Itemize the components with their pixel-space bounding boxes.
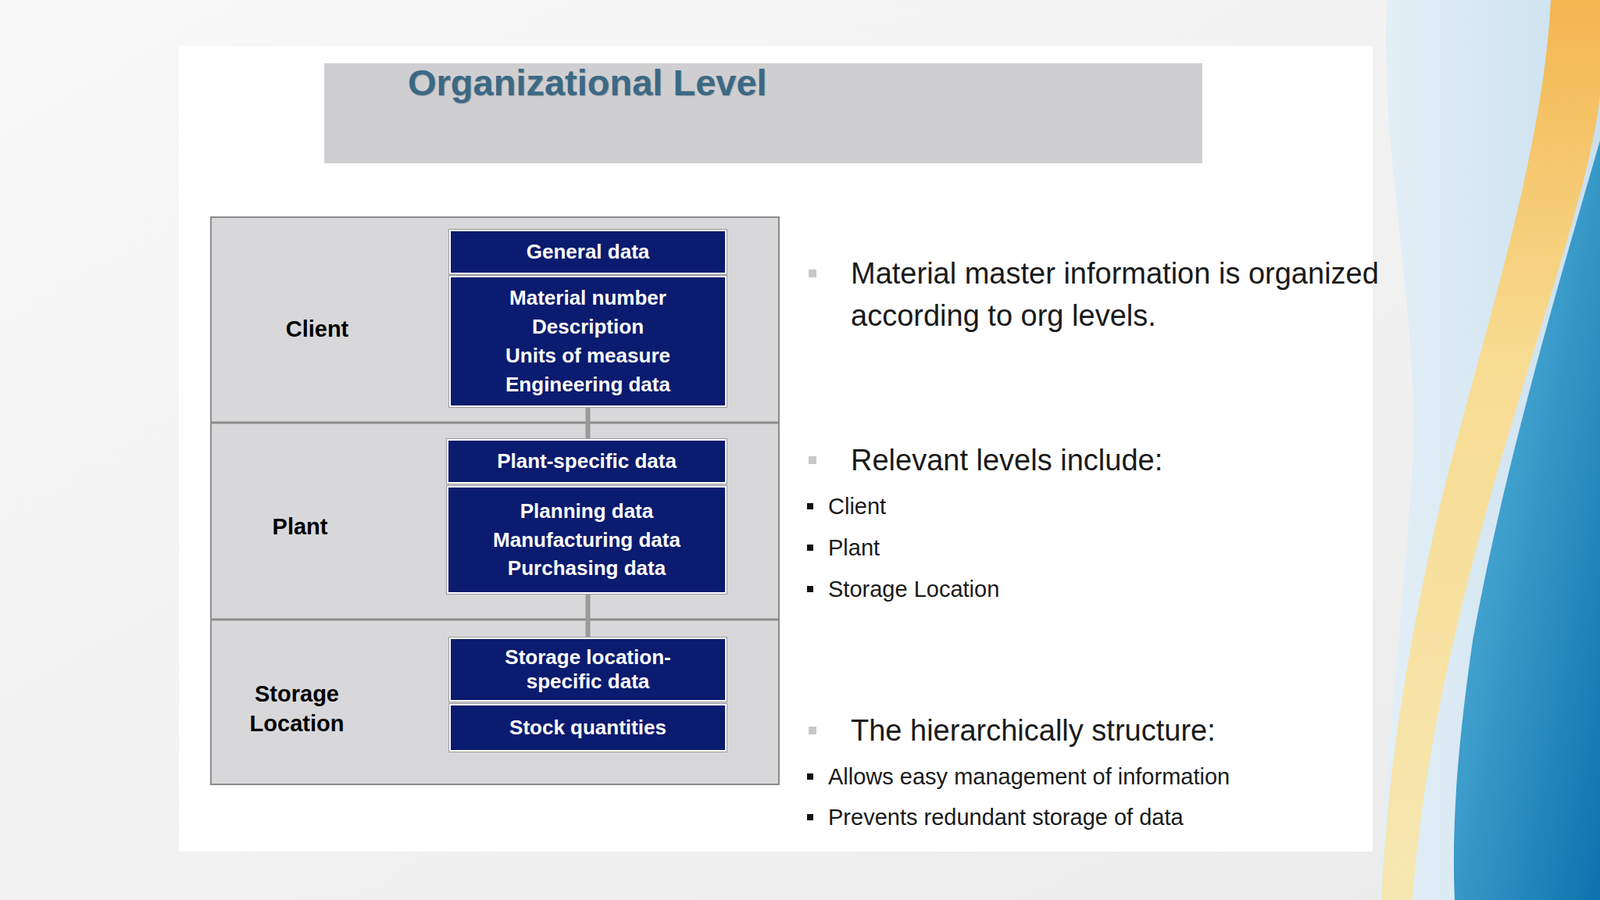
level-band: Plant Plant-specific dataPlanning dataMan… <box>210 422 779 620</box>
level-label: Plant <box>221 512 379 543</box>
data-box: Stock quantities <box>449 703 727 752</box>
box-text: Engineering data <box>505 370 671 400</box>
bullet-text: The hierarchically structure: <box>850 709 1390 752</box>
bullet-marker <box>808 269 817 278</box>
box-text: Manufacturing data <box>492 525 681 555</box>
label-holder: Plant <box>828 532 1344 564</box>
bullet-marker <box>808 726 817 735</box>
wave-light <box>1378 0 1600 900</box>
box-text: Description <box>532 312 644 342</box>
label-holder: Storage Location <box>828 573 1344 605</box>
bullet-marker <box>807 773 814 780</box>
band-divider <box>210 618 779 622</box>
box-text: Stock quantities <box>509 713 667 743</box>
bullet-marker <box>807 544 814 551</box>
bullet-text: Prevents redundant storage of data <box>828 801 1344 833</box>
bullet-text: Client <box>828 490 1344 522</box>
bullet-marker <box>807 503 814 510</box>
band-divider <box>210 421 779 425</box>
slide-title: Organizational Level <box>407 60 768 105</box>
level-band: Storage Location Storage location-specifi… <box>210 619 779 785</box>
connector-line <box>585 407 591 440</box>
label-holder: The hierarchically structure: <box>850 709 1390 752</box>
wave-blue <box>1453 140 1600 900</box>
label-holder: Material master information is organized… <box>850 252 1390 337</box>
data-box: Planning dataManufacturing dataPurchasin… <box>446 485 727 594</box>
box-text: Purchasing data <box>507 553 666 583</box>
label-holder: Relevant levels include: <box>850 439 1390 482</box>
wave-yellow <box>1381 0 1600 900</box>
data-box: General data <box>449 229 727 275</box>
level-label: Storage Location <box>234 679 360 739</box>
bullet-marker <box>808 456 817 465</box>
bullet-text: Allows easy management of information <box>828 760 1344 793</box>
box-text: General data <box>526 237 650 267</box>
label-holder: Client <box>828 490 1344 522</box>
box-text: Plant-specific data <box>496 446 677 476</box>
data-box: Storage location-specific data <box>449 637 727 702</box>
level-label: Client <box>239 314 396 345</box>
box-text: Storage location-specific data <box>471 645 706 694</box>
level-band: Client General dataMaterial numberDescrip… <box>210 217 779 423</box>
bullet-text: Relevant levels include: <box>850 439 1390 482</box>
bullet-text: Plant <box>828 532 1344 564</box>
bullet-marker <box>807 814 814 821</box>
data-box: Plant-specific data <box>446 439 727 484</box>
label-holder: Prevents redundant storage of data <box>828 801 1344 833</box>
bullet-text: Material master information is organized… <box>850 252 1390 337</box>
label-holder: Allows easy management of information <box>828 760 1344 793</box>
title-holder: Organizational Level <box>407 60 768 105</box>
bullet-marker <box>807 585 814 593</box>
bullet-text: Storage Location <box>828 573 1344 605</box>
data-box: Material numberDescriptionUnits of measu… <box>449 275 727 408</box>
box-text: Material number <box>509 283 667 313</box>
connector-line <box>585 593 591 638</box>
level-frame <box>210 217 779 785</box>
box-text: Units of measure <box>505 341 671 371</box>
box-text: Planning data <box>520 496 654 526</box>
